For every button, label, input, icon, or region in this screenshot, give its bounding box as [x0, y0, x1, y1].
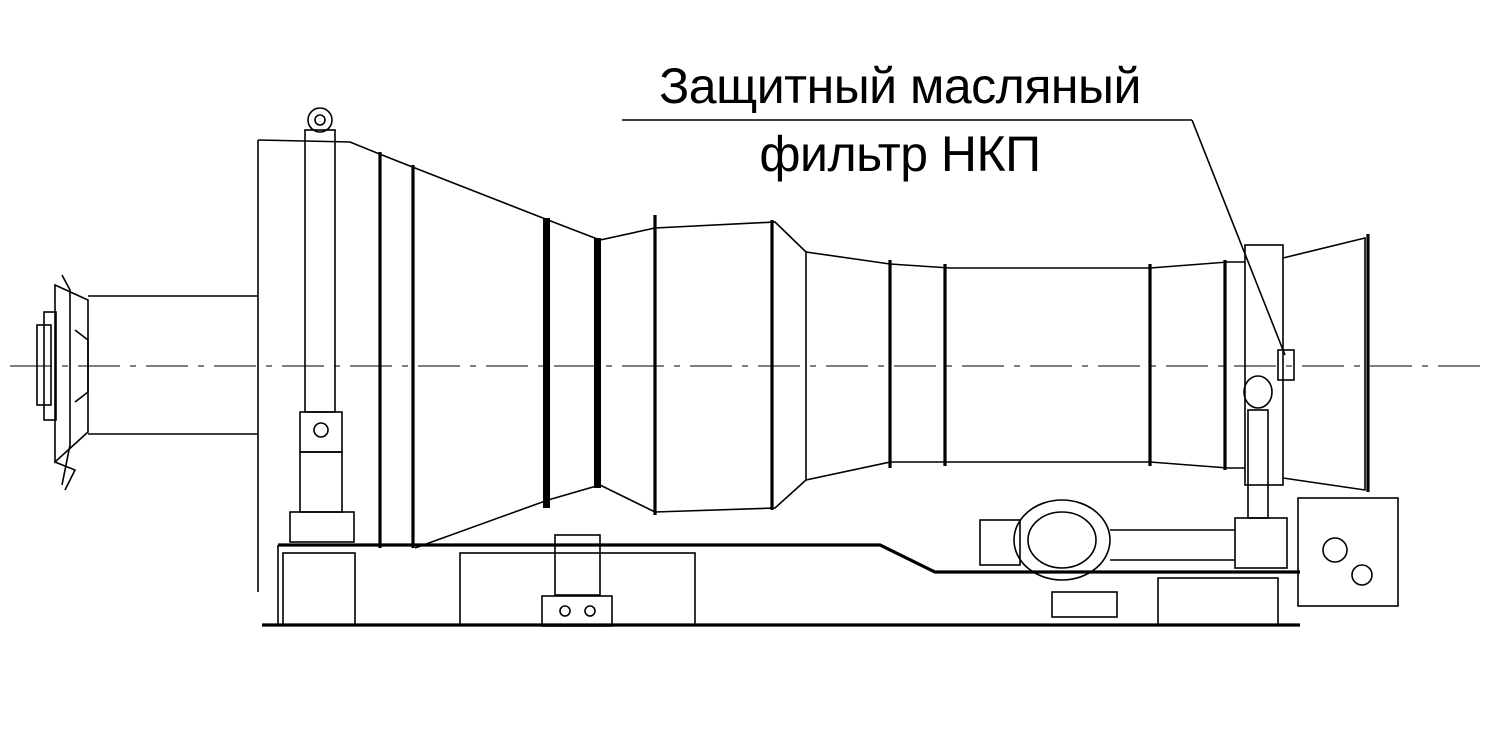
lift-column-left — [289, 107, 355, 543]
oil-filter — [1277, 349, 1295, 381]
shaft-housing — [88, 295, 258, 435]
exhaust-nozzle — [1244, 234, 1370, 492]
oil-filter-callout-label: Защитный масляный фильтр НКП — [600, 52, 1200, 188]
base-frame — [262, 534, 1300, 627]
fan-casing — [257, 139, 1245, 592]
lift-column-right — [1234, 375, 1288, 569]
accessory-gearbox — [979, 497, 1399, 607]
callout-line-1: Защитный масляный — [659, 58, 1141, 114]
inlet-cone — [36, 274, 89, 491]
callout-leader — [622, 119, 1286, 356]
callout-line-2: фильтр НКП — [759, 126, 1041, 182]
